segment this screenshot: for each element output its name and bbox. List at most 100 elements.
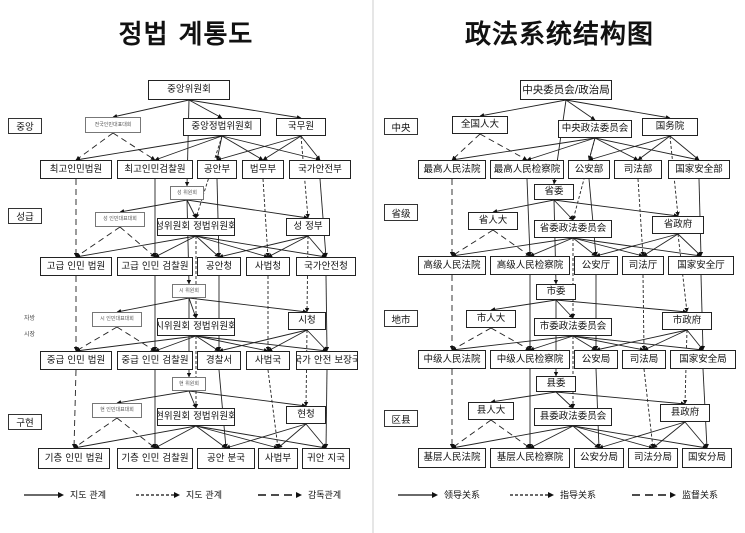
legend-supervise-label: 监督关系: [682, 491, 719, 501]
node-central-committee: 중앙위원회: [148, 80, 230, 100]
node-county-pl: 县委政法委员会: [534, 408, 612, 426]
korean-edges: [71, 99, 330, 450]
node-city-committee: 市委: [536, 284, 576, 300]
node-city-sec: 国家安全局: [670, 350, 736, 369]
node-central-court: 최고인민법원: [40, 160, 112, 179]
connector-arrow: [555, 391, 574, 409]
node-city-npc: 市人大: [466, 310, 516, 328]
level-central: 中央: [384, 118, 418, 135]
legend-guide-line: [136, 491, 180, 498]
node-city-gov: 시청: [288, 312, 326, 330]
level-central: 중앙: [8, 118, 42, 134]
node-city-gov: 市政府: [662, 312, 712, 330]
node-prov-gov: 省政府: [652, 216, 704, 234]
node-central-sec: 国家安全部: [668, 160, 730, 179]
level-city-a: 자방: [24, 315, 36, 322]
node-prov-proc: 고급 인민 검찰원: [117, 257, 193, 276]
connector-arrow: [188, 390, 197, 409]
connector-arrow: [684, 421, 708, 449]
node-prov-npc: 省人大: [468, 212, 518, 230]
connector-arrow: [75, 132, 114, 161]
legend-lead: 领导关系: [398, 488, 480, 501]
connector-arrow: [112, 99, 190, 119]
node-prov-pub: 公安厅: [574, 256, 618, 275]
connector-arrow: [195, 235, 269, 259]
node-central-just: 법무부: [242, 160, 284, 179]
connector-arrow: [588, 178, 598, 257]
node-central-court: 最高人民法院: [418, 160, 486, 179]
node-city-court: 중급 인민 법원: [40, 351, 112, 370]
node-central-npc: 전국인민대표대회: [85, 117, 141, 133]
connector-arrow: [598, 421, 686, 449]
node-county-court: 基层人民法院: [418, 448, 486, 468]
connector-arrow: [572, 237, 644, 258]
connector-arrow: [490, 391, 557, 404]
level-city: 地市: [384, 310, 418, 327]
node-central-state: 国务院: [642, 118, 698, 136]
node-city-pl: 시위원회 정법위원회: [157, 318, 235, 336]
connector-arrow: [188, 99, 302, 120]
connector-arrow: [677, 233, 702, 257]
connector-arrow: [267, 369, 280, 449]
node-prov-committee: 省委: [534, 184, 574, 200]
node-prov-gov: 성 정부: [286, 218, 330, 236]
connector-arrow: [116, 297, 190, 314]
node-prov-npc: 성 인민대표대회: [95, 212, 145, 227]
connector-arrow: [565, 99, 671, 120]
connector-arrow: [75, 135, 223, 162]
node-county-npc: 县人大: [468, 402, 514, 420]
connector-arrow: [216, 135, 302, 162]
connector-arrow: [324, 275, 330, 352]
connector-arrow: [154, 425, 197, 449]
connector-arrow: [479, 133, 528, 161]
node-central-proc: 最高人民检察院: [490, 160, 564, 179]
node-city-pl: 市委政法委员会: [534, 318, 612, 336]
connector-arrow: [75, 326, 118, 352]
legend-supervise-line: [258, 491, 302, 498]
node-central-sec: 국가안전부: [289, 160, 351, 179]
node-central-proc: 최고인민검찰원: [117, 160, 193, 179]
connector-arrow: [188, 390, 307, 408]
connector-arrow: [195, 235, 220, 258]
node-county-gov: 현청: [286, 406, 326, 424]
connector-arrow: [686, 329, 704, 351]
connector-arrow: [306, 329, 328, 352]
connector-arrow: [303, 329, 309, 407]
connector-arrow: [637, 178, 645, 257]
connector-arrow: [195, 335, 269, 353]
connector-arrow: [642, 233, 679, 257]
connector-arrow: [490, 327, 531, 351]
level-county: 구현: [8, 414, 42, 430]
panel-divider: [372, 0, 374, 533]
connector-arrow: [451, 419, 492, 449]
connector-arrow: [225, 423, 307, 449]
connector-arrow: [529, 335, 574, 351]
node-city-just: 司法局: [622, 350, 666, 369]
connector-arrow: [588, 135, 671, 161]
connector-arrow: [492, 229, 531, 257]
node-city-pub: 公安局: [574, 350, 618, 369]
node-county-gov: 县政府: [660, 404, 710, 422]
connector-arrow: [565, 99, 596, 121]
connector-arrow: [195, 335, 328, 353]
node-prov-pub: 공안청: [197, 257, 241, 276]
legend-lead-line: [398, 491, 438, 498]
node-county-proc: 기층 인민 검찰원: [117, 448, 193, 469]
node-city-proc: 中级人民检察院: [490, 350, 570, 369]
connector-arrow: [492, 199, 555, 214]
connector-arrow: [643, 329, 688, 351]
connector-arrow: [218, 329, 308, 353]
connector-arrow: [188, 297, 308, 314]
connector-arrow: [479, 99, 567, 118]
connector-arrow: [669, 135, 700, 161]
connector-arrow: [262, 178, 270, 258]
node-central-state: 국무원: [276, 118, 326, 136]
node-county-proc: 基层人民检察院: [490, 448, 570, 468]
legend-lead-label: 지도 관계: [70, 491, 106, 501]
connector-arrow: [555, 299, 688, 314]
connector-arrow: [595, 233, 679, 258]
connector-arrow: [451, 425, 574, 450]
node-prov-pl: 성위원회 정법위원회: [157, 218, 235, 236]
node-prov-proc: 高级人民检察院: [490, 256, 570, 275]
connector-arrow: [490, 419, 531, 449]
